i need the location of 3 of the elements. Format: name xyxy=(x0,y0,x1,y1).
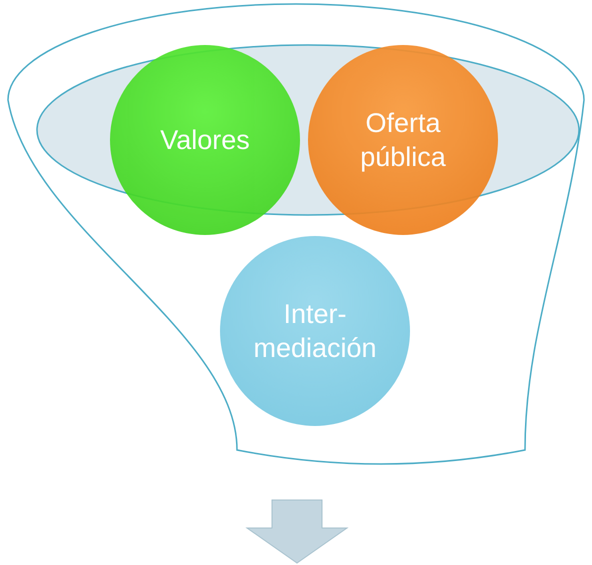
node-label: Valores xyxy=(160,124,250,157)
node-label: Oferta pública xyxy=(359,107,447,174)
node-label: Inter- mediación xyxy=(252,298,378,365)
